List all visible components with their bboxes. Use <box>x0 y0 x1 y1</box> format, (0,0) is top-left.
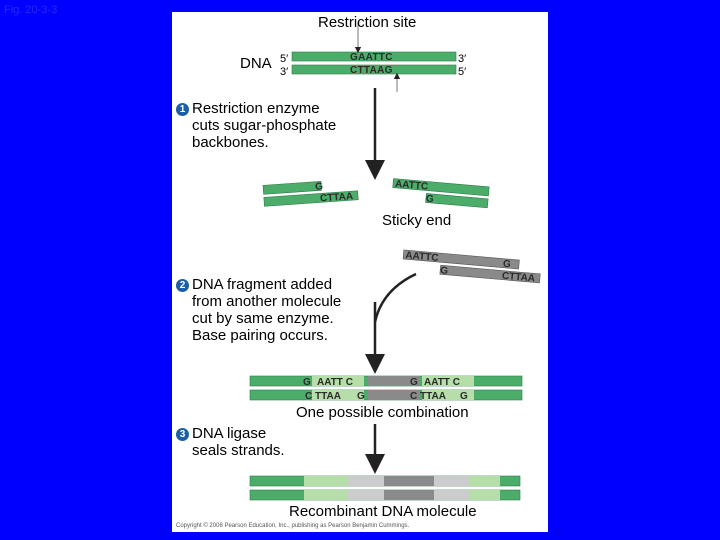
copyright-note: Copyright © 2008 Pearson Education, Inc.… <box>176 523 410 529</box>
curved-arrow <box>373 272 417 323</box>
bottom-right-end: 5′ <box>458 66 467 78</box>
top-right-end: 3′ <box>458 53 467 65</box>
combined-molecule: G AATT C C TTAA G G AATT C C TTAA G <box>249 375 523 402</box>
diagram-graphics: GAATTC CTTAAG G CTTAA AATTC G AATTC G <box>249 22 541 501</box>
svg-text:AATT C: AATT C <box>317 377 353 388</box>
top-left-end: 5′ <box>280 53 289 65</box>
bottom-site-sequence: CTTAAG <box>350 65 393 76</box>
svg-text:AATT C: AATT C <box>424 377 460 388</box>
bottom-left-end: 3′ <box>280 66 289 78</box>
step-1-badge: 1 <box>176 103 189 116</box>
recombinant-label: Recombinant DNA molecule <box>289 503 477 520</box>
sticky-end-label: Sticky end <box>382 212 452 229</box>
diagram-panel: GAATTC CTTAAG G CTTAA AATTC G AATTC G <box>172 12 548 532</box>
right-cut-fragment: AATTC G <box>392 178 490 209</box>
svg-text:G: G <box>410 377 418 388</box>
svg-text:G: G <box>315 181 324 193</box>
step-3-badge: 3 <box>176 428 189 441</box>
svg-text:C TTAA: C TTAA <box>410 391 446 402</box>
svg-text:G: G <box>440 265 449 277</box>
diagram-title: Restriction site <box>318 14 417 31</box>
top-site-sequence: GAATTC <box>350 52 393 63</box>
step-2-badge: 2 <box>176 279 189 292</box>
svg-text:C TTAA: C TTAA <box>305 391 341 402</box>
dna-label: DNA <box>240 55 272 72</box>
recombinant-molecule <box>249 475 521 501</box>
combination-label: One possible combination <box>296 404 469 421</box>
svg-text:G: G <box>460 391 468 402</box>
svg-text:CTTAA: CTTAA <box>320 191 354 204</box>
svg-text:G: G <box>502 259 511 271</box>
left-cut-fragment: G CTTAA <box>262 181 359 207</box>
svg-text:CTTAA: CTTAA <box>501 271 535 285</box>
foreign-fragment: AATTC G G CTTAA <box>402 249 541 285</box>
figure-label: Fig. 20-3-3 <box>4 4 58 16</box>
svg-text:AATTC: AATTC <box>405 250 439 264</box>
svg-text:G: G <box>425 193 434 205</box>
svg-text:G: G <box>303 377 311 388</box>
svg-text:G: G <box>357 391 365 402</box>
original-dna: GAATTC CTTAAG <box>291 22 457 92</box>
svg-text:AATTC: AATTC <box>395 179 429 193</box>
